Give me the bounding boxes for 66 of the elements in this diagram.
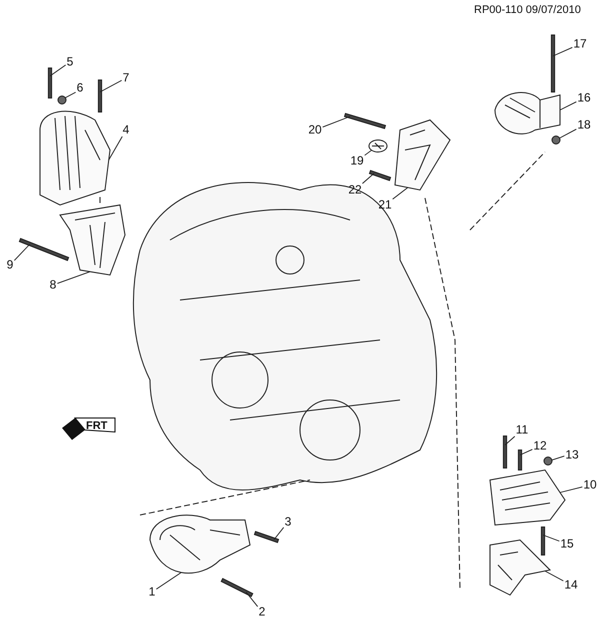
nut-drawing [58, 96, 66, 104]
engine-mount-drawing [150, 514, 250, 574]
callout-number: 16 [576, 92, 592, 104]
direction-label: FRT [86, 420, 108, 432]
callout-number: 14 [563, 578, 579, 592]
leader-line [392, 186, 408, 200]
callout-number: 20 [307, 124, 323, 136]
bolt-drawing [18, 238, 70, 262]
bolt-drawing [344, 112, 386, 130]
callout-number: 9 [6, 258, 14, 272]
nut-drawing [552, 136, 560, 144]
bolt-drawing [48, 68, 52, 98]
leader-line [542, 534, 560, 542]
bracket-drawing [490, 539, 552, 596]
callout-number: 6 [76, 82, 84, 94]
leader-line [364, 150, 372, 156]
callout-number: 2 [258, 606, 266, 618]
leader-line [551, 456, 565, 460]
bracket-drawing [394, 119, 451, 191]
leader-line [100, 80, 122, 92]
callout-number: 10 [582, 478, 598, 492]
bracket-drawing [59, 204, 126, 276]
callout-number: 1 [148, 586, 156, 598]
leader-line [50, 64, 66, 76]
document-code: RP00-110 09/07/2010 [474, 4, 581, 16]
leader-line [56, 271, 90, 284]
engine-mount-drawing [494, 92, 560, 134]
callout-number: 11 [514, 424, 530, 436]
leader-line [559, 128, 577, 139]
leader-line [246, 592, 258, 608]
nut-drawing [544, 456, 552, 466]
leader-line [274, 527, 284, 540]
leader-line [504, 436, 516, 446]
bolt-drawing [254, 530, 280, 544]
callout-number: 4 [122, 124, 130, 136]
bolt-drawing [98, 80, 102, 112]
bolt-drawing [220, 578, 254, 598]
callout-number: 15 [559, 538, 575, 550]
engine-mount-drawing [40, 110, 110, 206]
leader-line [108, 136, 123, 160]
engine-mount-drawing [489, 469, 566, 526]
callout-number: 17 [572, 38, 588, 50]
callout-number: 19 [349, 154, 365, 168]
bolt-drawing [540, 526, 546, 556]
bolt-drawing [518, 450, 522, 470]
callout-number: 13 [564, 448, 580, 462]
leader-line [520, 449, 533, 456]
bolt-drawing [550, 34, 556, 92]
callout-number: 21 [377, 198, 393, 212]
leader-line [560, 101, 577, 110]
callout-number: 18 [576, 118, 592, 132]
heat-shield-drawing [368, 140, 388, 152]
leader-line [14, 244, 30, 261]
leader-line [544, 570, 564, 582]
callout-number: 8 [48, 278, 58, 292]
callout-number: 3 [284, 516, 292, 528]
callout-number: 7 [122, 72, 130, 84]
callout-number: 5 [66, 56, 74, 68]
leader-line [362, 172, 374, 184]
bolt-drawing [502, 436, 508, 468]
leader-line [156, 572, 182, 590]
leader-line [64, 92, 76, 98]
leader-line [552, 46, 573, 56]
leader-line [322, 116, 350, 128]
leader-line [560, 486, 583, 493]
callout-number: 12 [532, 440, 548, 452]
